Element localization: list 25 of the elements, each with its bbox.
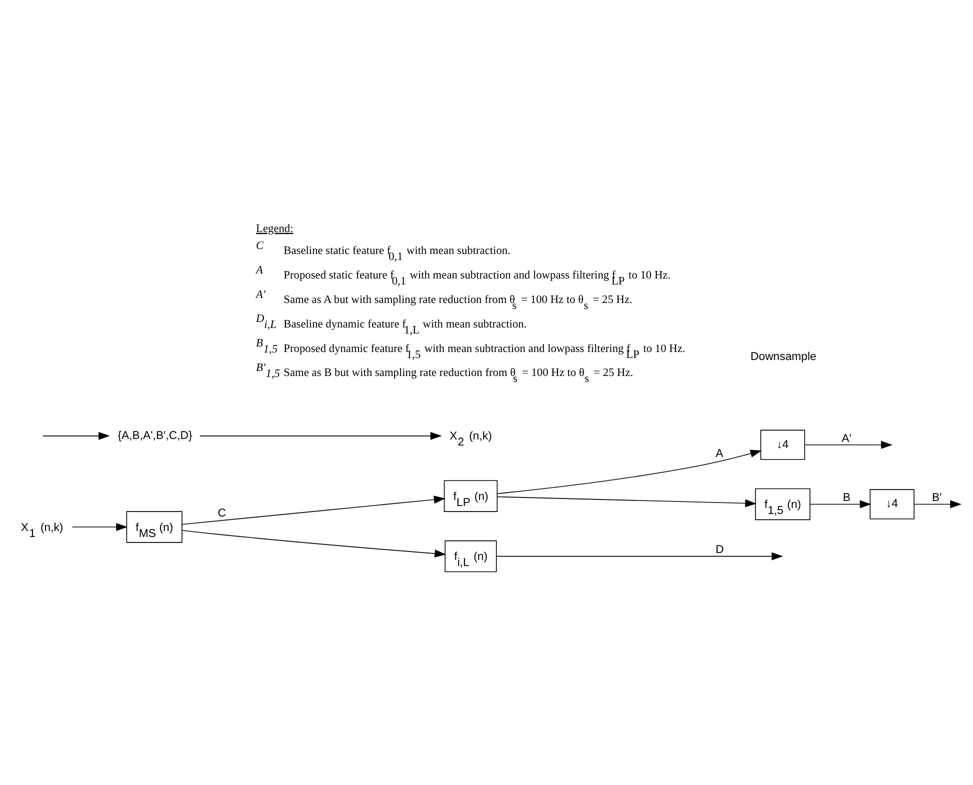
label: A [256, 264, 263, 276]
arrow [810, 500, 872, 508]
label: A' [256, 288, 266, 300]
arrow [200, 431, 442, 440]
arrow [72, 522, 128, 530]
arrow [42, 431, 110, 440]
edge-label: B' [932, 492, 942, 504]
arrow [804, 440, 892, 448]
edge-label: D [716, 544, 724, 556]
node-text: {A,B,A',B',C,D} [118, 429, 192, 442]
label: Legend: [256, 222, 294, 234]
arrow [496, 552, 784, 560]
label: C [256, 239, 264, 252]
arrow [496, 496, 757, 507]
arrow [182, 495, 446, 524]
edge-label: B [842, 492, 850, 504]
node-box: ↓4 [760, 429, 806, 460]
edge-label: A' [842, 432, 852, 444]
node-box: ↓4 [870, 488, 914, 519]
edge-label: C [218, 507, 226, 520]
arrow [914, 500, 962, 508]
edge-label: A [716, 448, 724, 460]
arrow [497, 449, 762, 494]
label: Downsample [750, 350, 816, 363]
arrow [182, 529, 446, 558]
